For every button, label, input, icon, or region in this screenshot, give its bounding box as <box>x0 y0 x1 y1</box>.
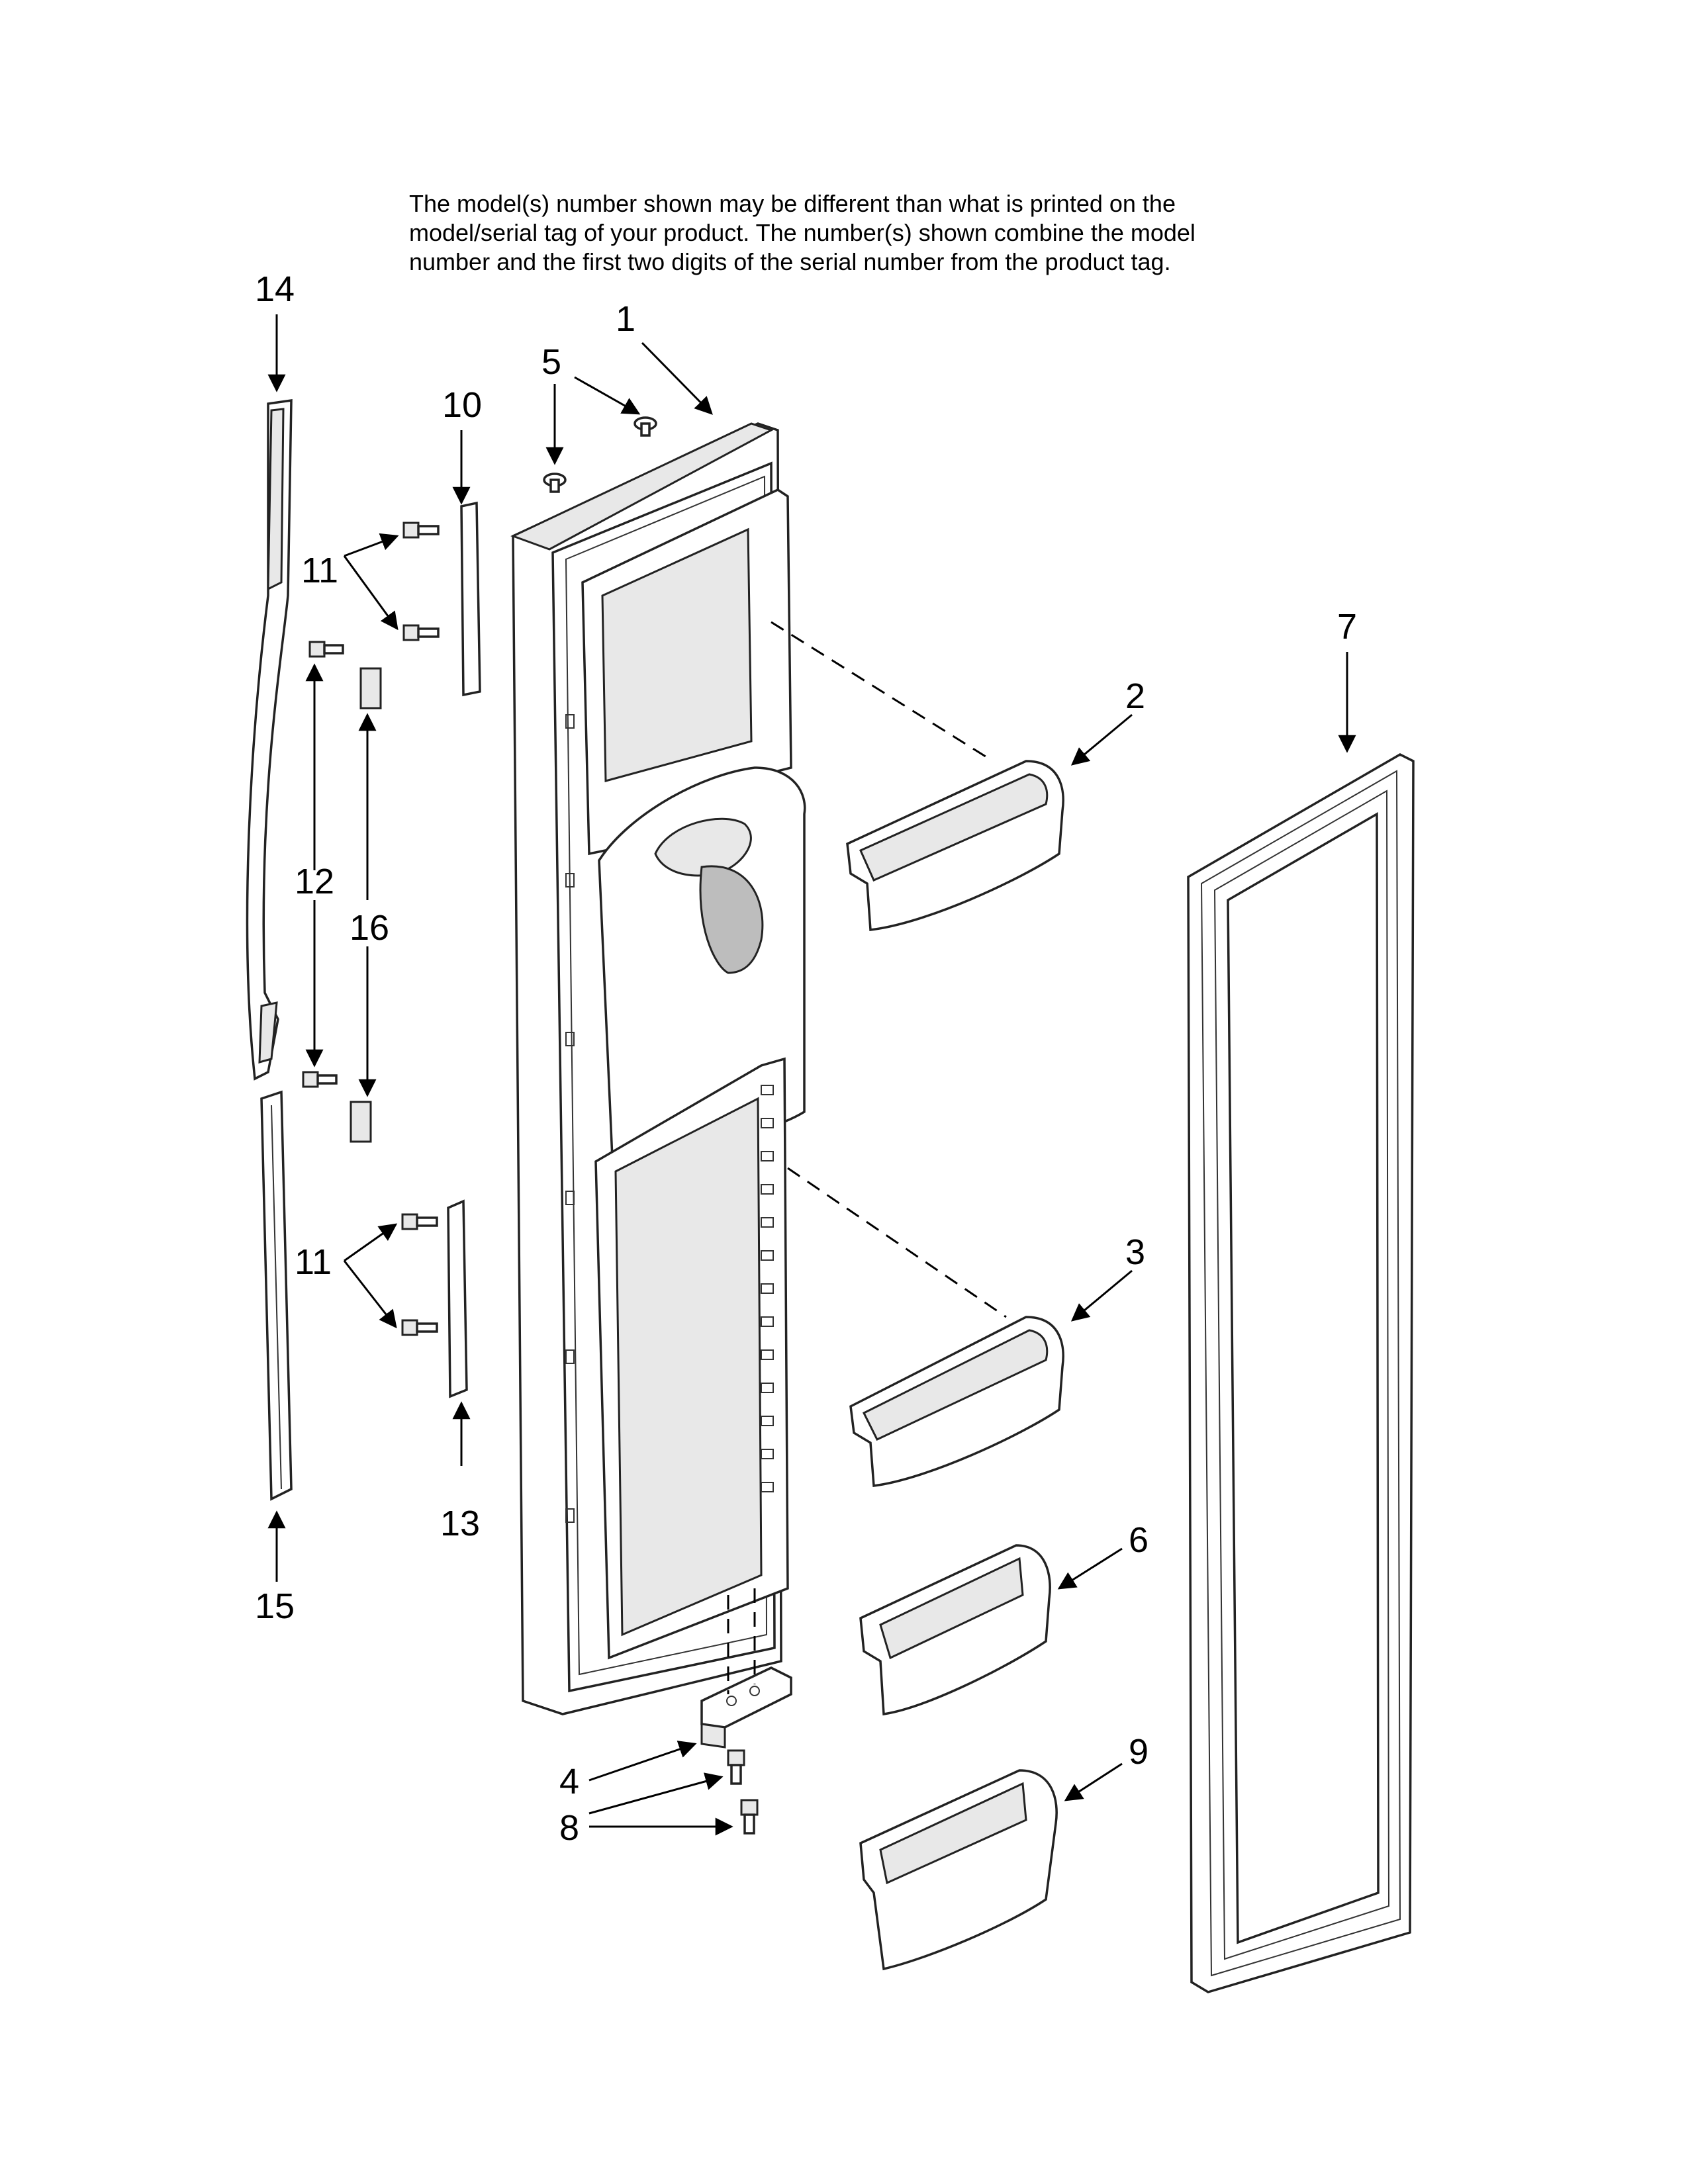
part-11-screws <box>401 522 440 1336</box>
callout-14: 14 <box>255 269 295 309</box>
callout-6: 6 <box>1129 1520 1149 1560</box>
part-12-screws <box>302 641 344 1088</box>
dashed-guide-bin-3 <box>787 1167 1007 1318</box>
part-6-small-bin <box>859 1544 1051 1716</box>
part-3-door-bin <box>849 1316 1064 1487</box>
callout-4: 4 <box>559 1762 579 1801</box>
part-15-trim <box>260 1090 293 1501</box>
part-8-screws <box>727 1749 759 1835</box>
callout-11-lower: 11 <box>295 1242 332 1282</box>
callout-5: 5 <box>541 342 561 382</box>
callout-1: 1 <box>616 299 635 339</box>
part-7-door-gasket <box>1187 753 1415 1993</box>
note-line-3: number and the first two digits of the s… <box>409 248 1171 275</box>
callout-16: 16 <box>350 908 389 948</box>
note-line-2: model/serial tag of your product. The nu… <box>409 219 1196 246</box>
callout-7: 7 <box>1337 607 1357 647</box>
part-2-door-bin <box>846 760 1064 931</box>
part-13-trim <box>447 1199 468 1398</box>
part-16-clips <box>350 667 382 1143</box>
callout-11-upper: 11 <box>301 551 338 590</box>
callout-15: 15 <box>255 1586 295 1626</box>
part-4-hinge-bracket <box>700 1588 792 1749</box>
leader-lines <box>267 314 1356 1836</box>
note-line-1: The model(s) number shown may be differe… <box>409 190 1176 217</box>
callout-12: 12 <box>295 862 334 901</box>
diagram-note: The model(s) number shown may be differe… <box>409 189 1336 277</box>
callout-9: 9 <box>1129 1732 1149 1772</box>
callout-8: 8 <box>559 1808 579 1848</box>
part-9-deep-bin <box>859 1769 1058 1971</box>
dashed-guide-bin-2 <box>771 621 994 762</box>
callout-10: 10 <box>442 385 482 425</box>
callout-3: 3 <box>1125 1232 1145 1272</box>
part-5-plugs <box>543 416 657 493</box>
part-10-trim <box>460 501 481 697</box>
part-14-handle <box>246 398 293 1081</box>
callout-2: 2 <box>1125 676 1145 716</box>
part-1-door-assembly <box>510 422 806 1715</box>
callout-13: 13 <box>440 1504 480 1543</box>
